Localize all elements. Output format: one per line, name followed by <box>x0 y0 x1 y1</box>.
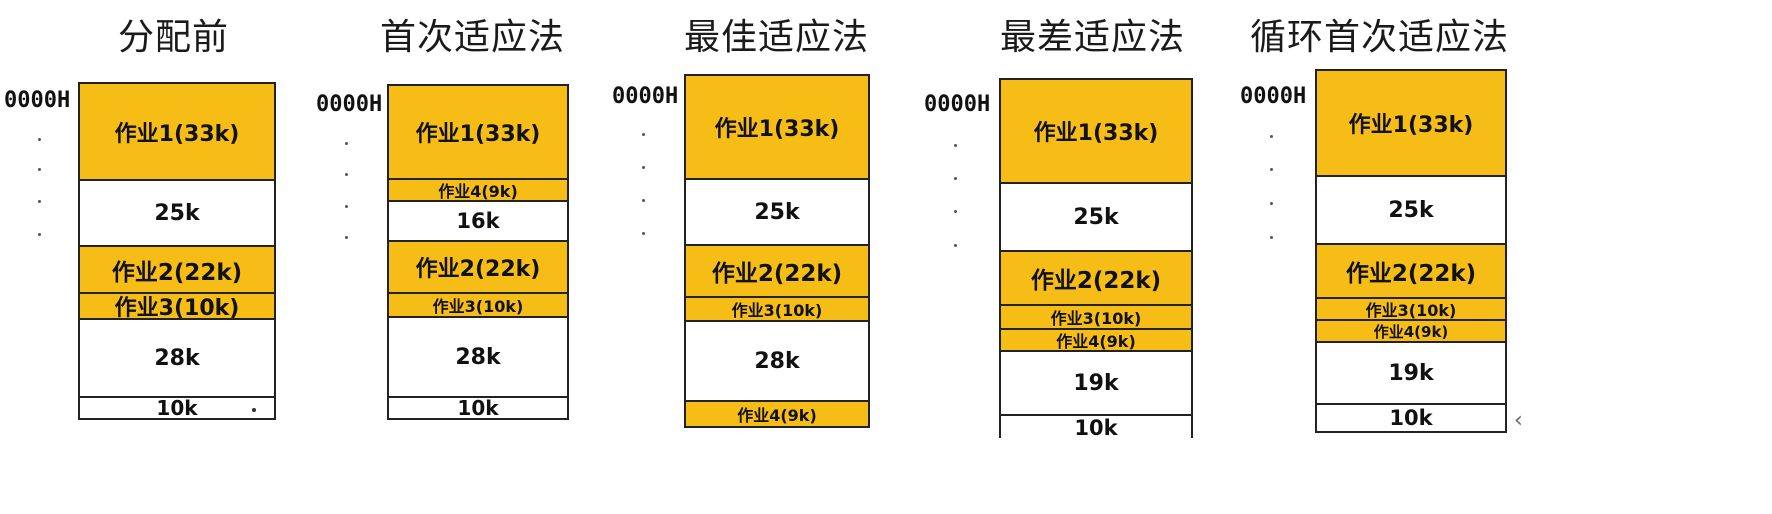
block-job3: 作业3(10k) <box>686 296 868 320</box>
ellipsis-dot <box>954 177 957 180</box>
block-job1: 作业1(33k) <box>1001 80 1191 182</box>
panel-title: 循环首次适应法 <box>1250 17 1510 58</box>
block-job4: 作业4(9k) <box>1317 319 1505 341</box>
ellipsis-dot <box>38 168 41 171</box>
block-free: 16k <box>389 200 567 240</box>
ellipsis-dot <box>345 205 348 208</box>
block-job4: 作业4(9k) <box>389 178 567 200</box>
panel-title: 最佳适应法 <box>684 17 870 58</box>
block-job3: 作业3(10k) <box>389 292 567 316</box>
memory-column: 作业1(33k) 作业4(9k) 16k 作业2(22k) 作业3(10k) 2… <box>387 84 569 420</box>
start-address: 0000H <box>316 92 383 117</box>
memory-column: 作业1(33k) 25k 作业2(22k) 作业3(10k) 28k 作业4(9… <box>684 74 870 428</box>
block-job1: 作业1(33k) <box>686 76 868 178</box>
ellipsis-dot <box>954 210 957 213</box>
block-job2: 作业2(22k) <box>389 240 567 292</box>
block-job3: 作业3(10k) <box>1001 304 1191 328</box>
block-free: 25k <box>686 178 868 244</box>
block-job3: 作业3(10k) <box>1317 297 1505 319</box>
block-free: 10k <box>1317 403 1505 431</box>
ellipsis-dot <box>954 144 957 147</box>
block-job2: 作业2(22k) <box>1317 243 1505 297</box>
block-free: 25k <box>80 179 274 245</box>
block-job1: 作业1(33k) <box>1317 71 1505 175</box>
panel-title: 首次适应法 <box>380 17 566 58</box>
memory-column: 作业1(33k) 25k 作业2(22k) 作业3(10k) 作业4(9k) 1… <box>999 78 1193 440</box>
ellipsis-dot <box>1270 168 1273 171</box>
block-free: 25k <box>1001 182 1191 250</box>
panel-title: 分配前 <box>118 17 230 58</box>
ellipsis-dot <box>1270 135 1273 138</box>
block-job4: 作业4(9k) <box>686 400 868 426</box>
panel-title: 最差适应法 <box>1000 17 1186 58</box>
start-address: 0000H <box>924 92 991 117</box>
start-address: 0000H <box>1240 84 1307 109</box>
ellipsis-dot <box>345 236 348 239</box>
ellipsis-dot <box>954 244 957 247</box>
block-job2: 作业2(22k) <box>80 245 274 292</box>
ellipsis-dot <box>642 166 645 169</box>
block-free: 10k <box>1001 414 1191 440</box>
block-free: 19k <box>1317 341 1505 403</box>
ellipsis-dot <box>642 133 645 136</box>
pointer-arrow-icon: ‹ <box>1514 408 1523 433</box>
start-address: 0000H <box>4 88 71 113</box>
ellipsis-dot <box>1270 236 1273 239</box>
block-free: 28k <box>389 316 567 396</box>
ellipsis-dot <box>642 199 645 202</box>
block-job2: 作业2(22k) <box>686 244 868 296</box>
block-free: 28k <box>686 320 868 400</box>
block-free: 10k <box>389 396 567 418</box>
ellipsis-dot <box>1270 202 1273 205</box>
block-job2: 作业2(22k) <box>1001 250 1191 304</box>
start-address: 0000H <box>612 84 679 109</box>
block-free: 10k <box>80 396 274 418</box>
ellipsis-dot <box>38 200 41 203</box>
ellipsis-dot <box>642 232 645 235</box>
block-job4: 作业4(9k) <box>1001 328 1191 352</box>
block-free: 19k <box>1001 352 1191 414</box>
block-free: 25k <box>1317 175 1505 243</box>
block-job1: 作业1(33k) <box>389 86 567 178</box>
block-free: 28k <box>80 318 274 396</box>
block-job3: 作业3(10k) <box>80 292 274 318</box>
ellipsis-dot <box>38 233 41 236</box>
ellipsis-dot <box>38 138 41 141</box>
memory-column: 作业1(33k) 25k 作业2(22k) 作业3(10k) 作业4(9k) 1… <box>1315 69 1507 433</box>
memory-column: 作业1(33k) 25k 作业2(22k) 作业3(10k) 28k 10k <box>78 82 276 420</box>
marker-dot <box>252 408 256 412</box>
ellipsis-dot <box>345 142 348 145</box>
block-job1: 作业1(33k) <box>80 84 274 179</box>
ellipsis-dot <box>345 173 348 176</box>
